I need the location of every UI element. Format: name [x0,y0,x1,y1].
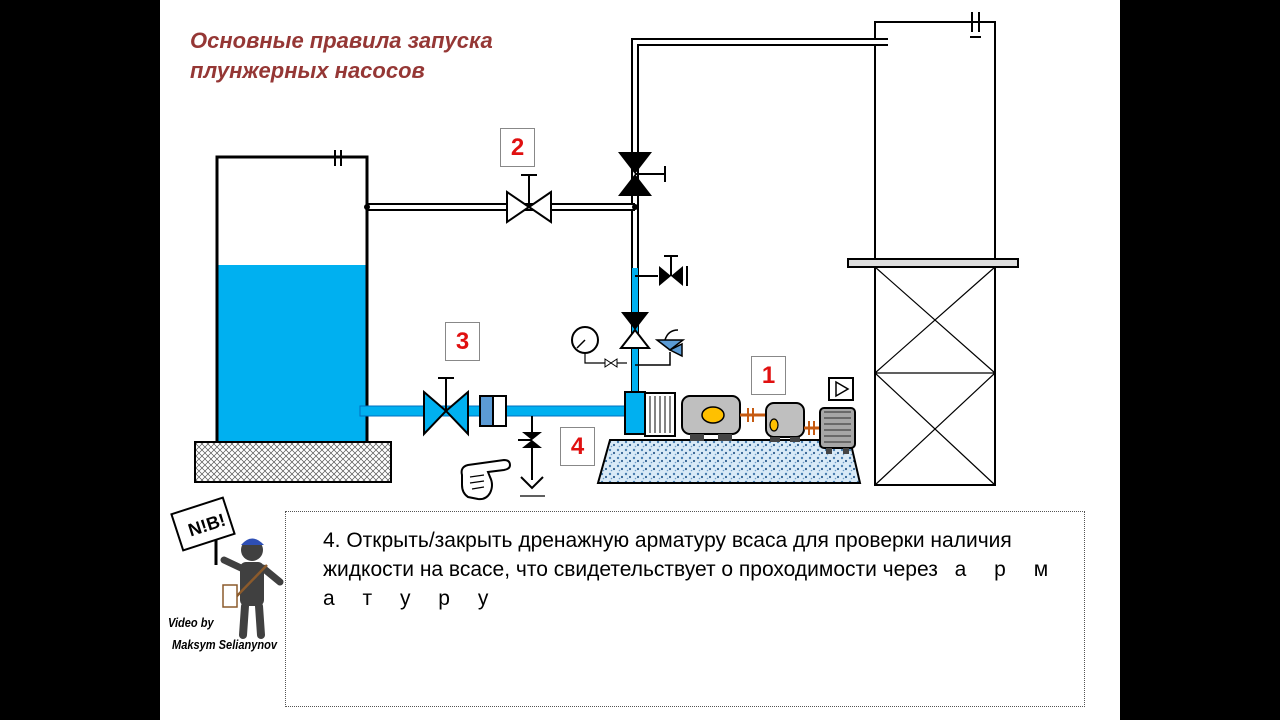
motor [804,377,856,454]
caption-tail: а р м а т у р у [323,558,1060,610]
label-4: 4 [560,427,595,466]
label-1: 1 [751,356,786,395]
nb-logo-figure [170,496,284,639]
credit-author: Maksym Selianynov [172,637,278,652]
piping-scheme [170,12,1019,639]
vent-valve [635,255,688,286]
discharge-valve [618,152,666,196]
suction-valve [423,377,469,437]
suction-line [359,391,646,435]
slide-title: Основные правила запуска плунжерных насо… [190,26,493,86]
column [847,12,1019,486]
label-2: 2 [500,128,535,167]
credit-video-by: Video by [168,615,214,630]
title-line-1: Основные правила запуска [190,28,493,53]
title-line-2: плунжерных насосов [190,58,425,83]
slide: Основные правила запуска плунжерных насо… [160,0,1120,720]
suction-tank [194,150,392,483]
bypass-valve [506,174,552,224]
caption-box: 4. Открыть/закрыть дренажную арматуру вс… [285,511,1085,707]
pointing-hand-icon [460,458,512,501]
check-valve [618,312,686,366]
gearbox [740,402,805,442]
caption-text: 4. Открыть/закрыть дренажную арматуру вс… [323,526,1073,613]
plunger-pump [644,392,741,441]
caption-main: 4. Открыть/закрыть дренажную арматуру вс… [323,529,1012,581]
label-3: 3 [445,322,480,361]
drain-valve [518,416,545,497]
pressure-gauge [571,326,627,368]
